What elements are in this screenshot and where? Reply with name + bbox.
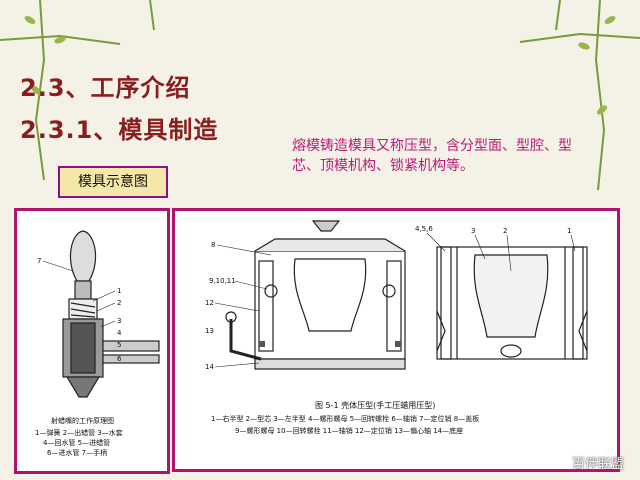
callout-3: 3 bbox=[471, 227, 475, 235]
callout-2: 2 bbox=[117, 299, 121, 307]
callout-14: 14 bbox=[205, 363, 214, 371]
right-legend-line-1: 1—右半型 2—型芯 3—左半型 4—螺形螺母 5—回转螺栓 6—轴销 7—定位… bbox=[211, 415, 480, 423]
right-figure-panel: 8 9,10,11 12 13 14 4,5,6 3 2 1 bbox=[172, 208, 620, 472]
right-callouts-left: 8 9,10,11 12 13 14 bbox=[205, 241, 236, 371]
callout-5: 5 bbox=[117, 341, 121, 349]
callout-2: 2 bbox=[503, 227, 507, 235]
callout-4-5-6: 4,5,6 bbox=[415, 225, 433, 233]
callout-12: 12 bbox=[205, 299, 214, 307]
mold-drawing: 8 9,10,11 12 13 14 4,5,6 3 2 1 bbox=[205, 220, 588, 371]
callout-1: 1 bbox=[567, 227, 571, 235]
callout-3: 3 bbox=[117, 317, 121, 325]
subsection-heading: 2.3.1、模具制造 bbox=[20, 116, 219, 144]
left-legend-line-3: 6—进水管 7—手柄 bbox=[47, 449, 108, 457]
section-heading: 2.3、工序介绍 bbox=[20, 74, 191, 102]
figure-label-box: 模具示意图 bbox=[58, 166, 168, 198]
left-callouts: 7 1 2 3 4 5 6 bbox=[37, 257, 122, 363]
callout-8: 8 bbox=[211, 241, 215, 249]
wax-nozzle-drawing: 7 1 2 3 4 5 6 bbox=[37, 230, 160, 398]
callout-4: 4 bbox=[117, 329, 122, 337]
callout-6: 6 bbox=[117, 355, 122, 363]
left-caption: 射蜡嘴的工作原理图 bbox=[51, 417, 114, 425]
right-legend-line-2: 9—螺形螺母 10—回转螺栓 11—轴销 12—定位销 13—偏心轴 14—底座 bbox=[235, 427, 464, 435]
watermark: 百伴联盟 bbox=[571, 457, 624, 472]
left-legend-line-1: 1—弹簧 2—出蜡管 3—水套 bbox=[35, 429, 123, 437]
callout-13: 13 bbox=[205, 327, 214, 335]
callout-1: 1 bbox=[117, 287, 121, 295]
right-caption: 图 5-1 壳体压型(手工压蜡用压型) bbox=[315, 401, 436, 410]
callout-9-10-11: 9,10,11 bbox=[209, 277, 236, 285]
description-text: 熔模铸造模具又称压型，含分型面、型腔、型芯、顶模机构、锁紧机构等。 bbox=[292, 138, 572, 174]
left-figure-panel: 7 1 2 3 4 5 6 射蜡嘴的工作原理图 1—弹簧 2—出蜡管 3—水套 … bbox=[14, 208, 170, 474]
callout-7: 7 bbox=[37, 257, 41, 265]
left-legend-line-2: 4—回水管 5—进蜡管 bbox=[43, 439, 111, 447]
right-callouts-top: 4,5,6 3 2 1 bbox=[415, 225, 571, 235]
